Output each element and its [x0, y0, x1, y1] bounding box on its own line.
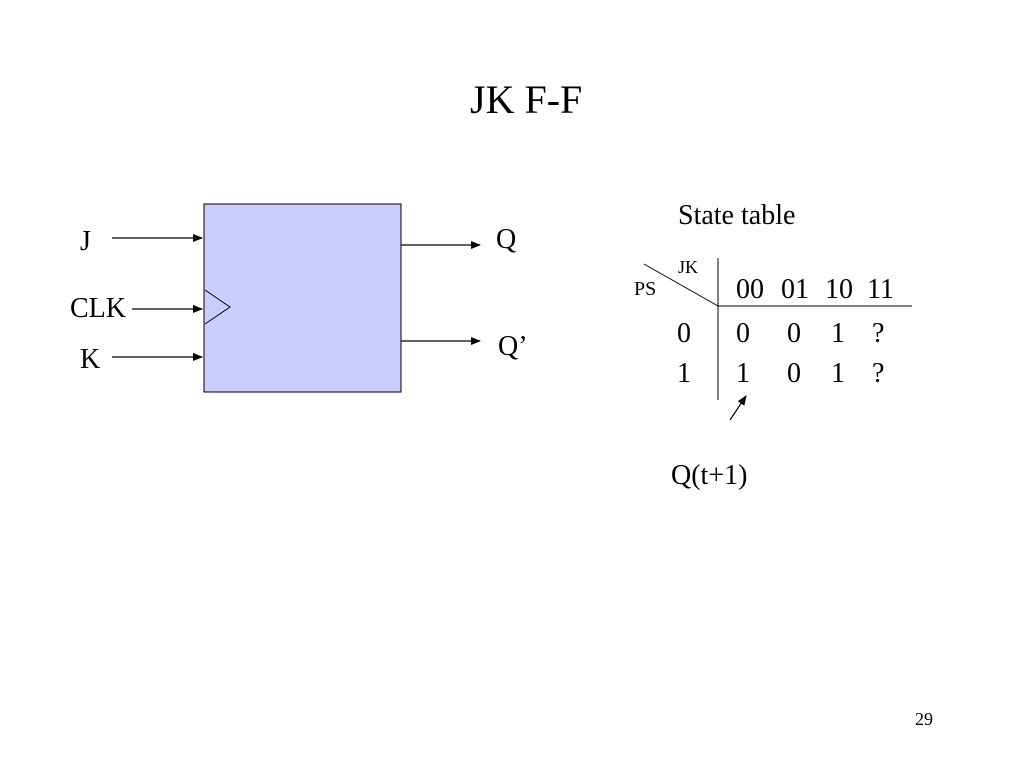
q-bar-label: Q’: [498, 331, 528, 362]
q-label: Q: [496, 224, 517, 255]
cell-1-00: 1: [736, 358, 750, 389]
k-label: K: [80, 344, 101, 375]
cell-0-10: 1: [831, 318, 845, 349]
clock-triangle: [204, 289, 231, 325]
cell-0-01: 0: [787, 318, 801, 349]
cell-0-11: ?: [872, 318, 885, 349]
slide-title: JK F-F: [470, 77, 583, 122]
column-header-10: 10: [825, 274, 853, 305]
cell-1-01: 0: [787, 358, 801, 389]
column-header-11: 11: [867, 274, 894, 305]
row-ps-0: 0: [677, 318, 691, 349]
table-diagonal-line: [643, 263, 719, 307]
next-state-annotation: Q(t+1): [671, 460, 748, 491]
cell-0-00: 0: [736, 318, 750, 349]
clk-label: CLK: [70, 293, 126, 324]
cell-1-10: 1: [831, 358, 845, 389]
row-ps-1: 1: [677, 358, 691, 389]
flipflop-body: [203, 203, 402, 393]
corner-row-label: PS: [634, 278, 657, 300]
corner-column-label: JK: [678, 257, 699, 277]
cell-1-11: ?: [872, 358, 885, 389]
j-label: J: [80, 226, 91, 257]
state-table-caption: State table: [678, 200, 796, 231]
page-number: 29: [915, 709, 933, 729]
next-state-arrow: [729, 395, 747, 421]
column-header-00: 00: [736, 274, 764, 305]
column-header-01: 01: [781, 274, 809, 305]
